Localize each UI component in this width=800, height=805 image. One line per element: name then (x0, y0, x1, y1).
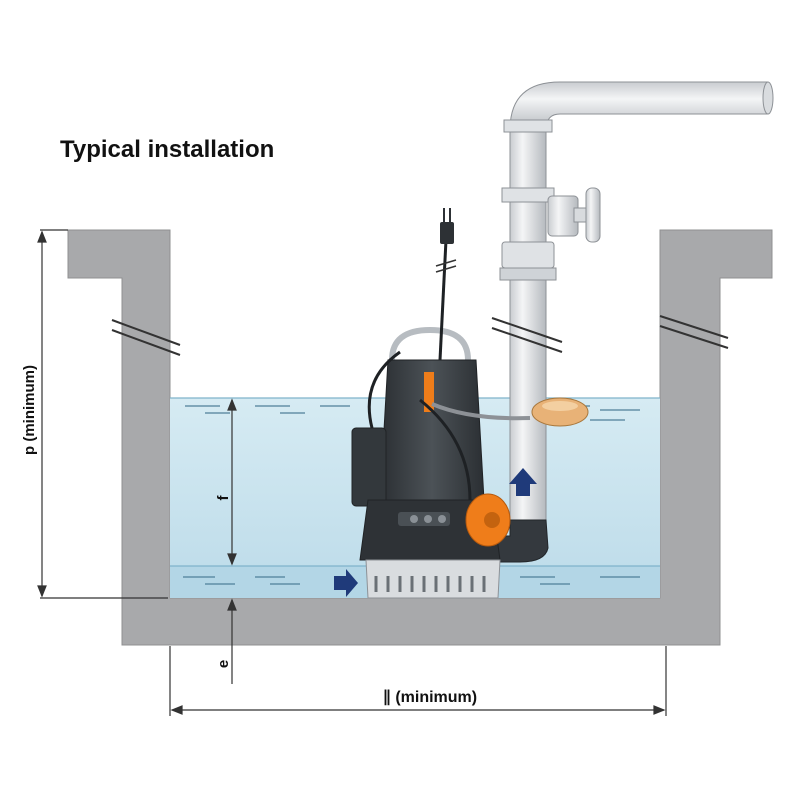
label-f: f (215, 495, 232, 501)
plug-icon (435, 208, 457, 273)
valve-icon (547, 187, 601, 243)
label-width: ∥ (minimum) (383, 689, 477, 706)
page-title: Typical installation (60, 136, 275, 163)
flow-arrow-icon (334, 468, 537, 597)
float-switch-icon (431, 397, 589, 427)
pump-icon (351, 239, 511, 599)
label-p: p (minimum) (21, 365, 38, 455)
discharge-pipe (487, 81, 774, 563)
label-e: e (215, 660, 232, 668)
dimension-lines (37, 229, 667, 716)
sump-pit (67, 229, 773, 646)
